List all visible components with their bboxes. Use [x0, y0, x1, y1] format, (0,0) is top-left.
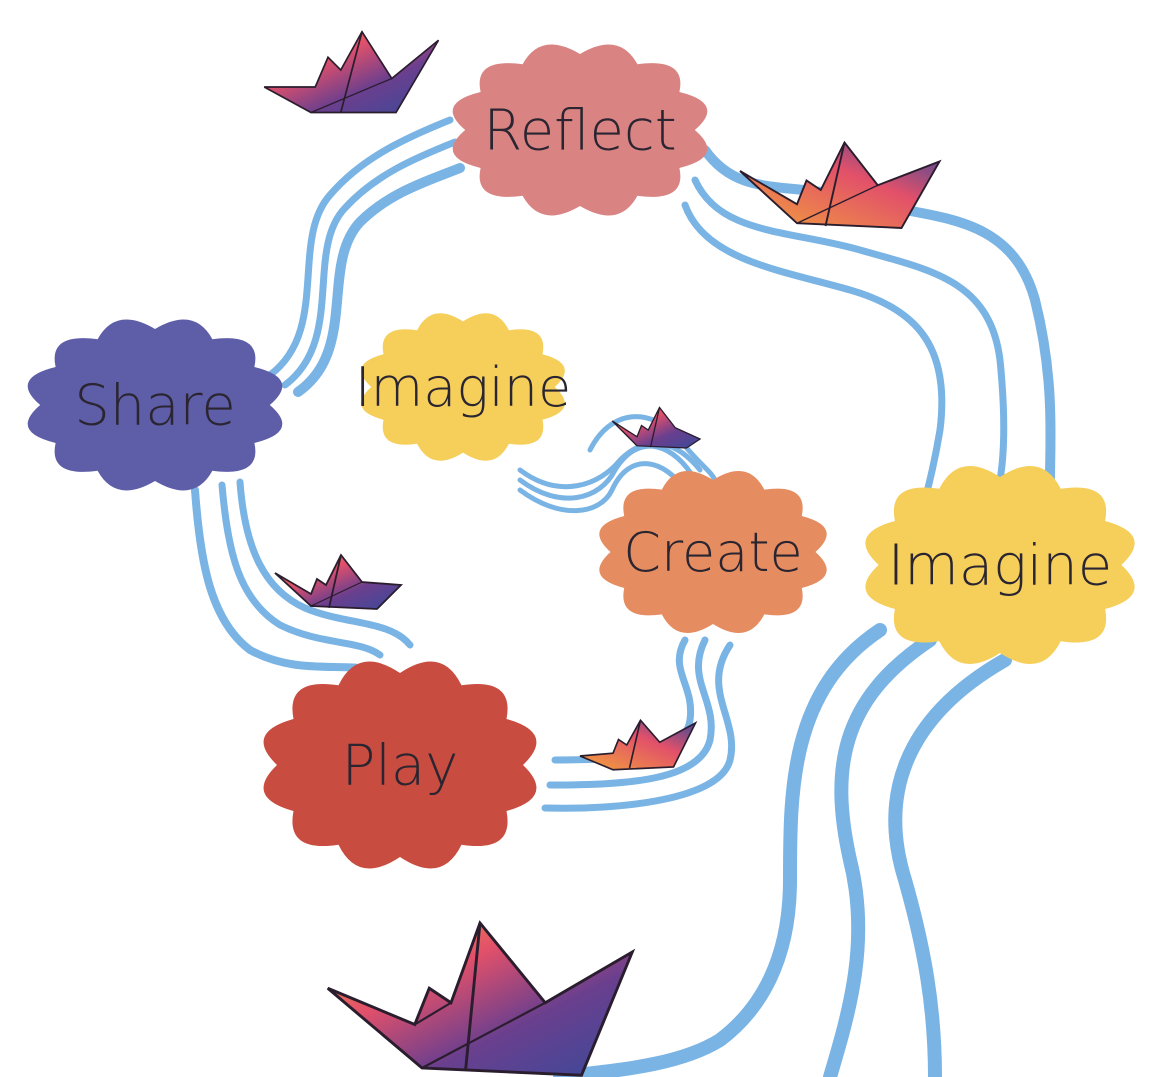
cloud-create: Create	[599, 471, 827, 633]
paper-boat-icon	[611, 406, 702, 449]
cloud-imagine-inner: Imagine	[355, 313, 571, 461]
cloud-label: Imagine	[888, 534, 1113, 599]
cloud-shape	[27, 319, 283, 491]
river-streams	[191, 116, 1056, 1077]
river-share-to-play	[191, 478, 414, 672]
cloud-label: Play	[342, 734, 459, 799]
cloud-play: Play	[263, 661, 537, 869]
cloud-shape	[865, 466, 1135, 664]
cloud-shape	[263, 661, 537, 869]
cloud-label: Imagine	[355, 356, 571, 419]
river-share-to-reflect	[266, 116, 465, 397]
cloud-shape	[361, 313, 565, 461]
paper-boat-icon	[326, 920, 636, 1077]
cloud-shape	[599, 471, 827, 633]
paper-boat-icon	[739, 140, 942, 229]
paper-boat-icon	[274, 553, 404, 610]
river-reflect-to-imagine	[681, 145, 1056, 504]
paper-boats	[263, 30, 942, 1077]
cloud-label: Reflect	[483, 99, 676, 164]
cloud-imagine-outer: Imagine	[865, 466, 1135, 664]
cloud-label: Share	[74, 374, 236, 439]
river-imagine-to-create	[517, 414, 718, 514]
paper-boat-icon	[263, 30, 440, 114]
cloud-shape	[452, 44, 708, 216]
river-imagine-to-bottom	[553, 623, 1012, 1077]
paper-boat-icon	[579, 718, 698, 771]
cloud-share: Share	[27, 319, 283, 491]
cloud-label: Create	[623, 521, 802, 584]
cloud-reflect: Reflect	[452, 44, 708, 216]
